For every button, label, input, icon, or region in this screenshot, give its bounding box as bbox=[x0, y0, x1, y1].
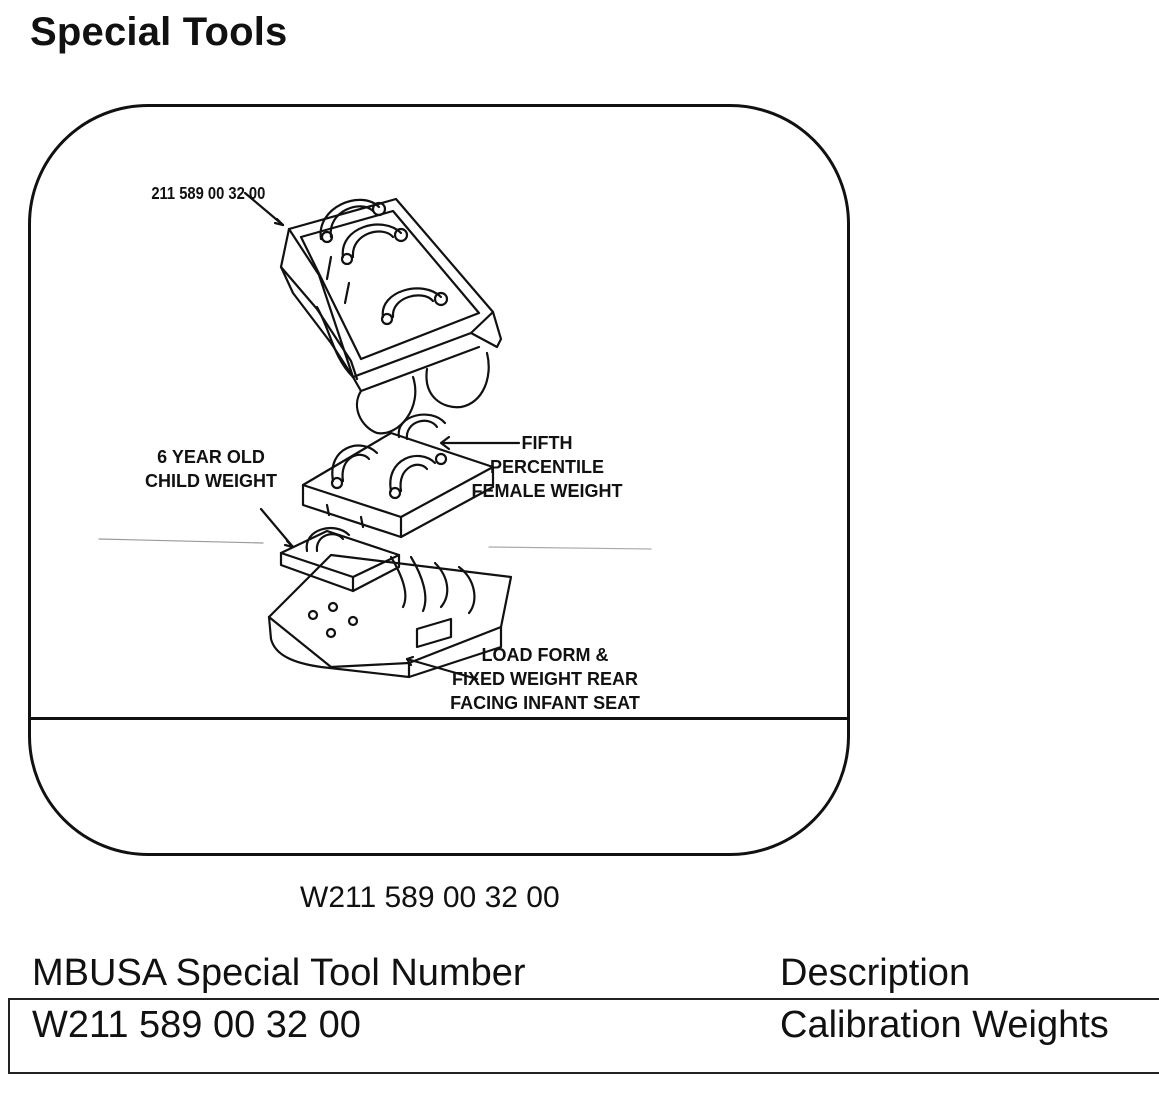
callout-load-form-line1: LOAD FORM & bbox=[482, 645, 609, 665]
description-cell: Calibration Weights bbox=[780, 1004, 1109, 1046]
tool-illustration-frame: 211 589 00 32 00 FIFTH PERCENTILE FEMALE… bbox=[28, 104, 850, 856]
child-weight-plate bbox=[279, 526, 401, 593]
page-title: Special Tools bbox=[30, 10, 288, 54]
figure-caption: W211 589 00 32 00 bbox=[300, 881, 560, 914]
calibration-weights-illustration: 211 589 00 32 00 FIFTH PERCENTILE FEMALE… bbox=[98, 184, 652, 713]
callout-child-weight-line1: 6 YEAR OLD bbox=[157, 447, 265, 467]
callout-female-weight-line1: FIFTH bbox=[522, 433, 573, 453]
callout-load-form-line3: FACING INFANT SEAT bbox=[450, 693, 640, 713]
figure-divider bbox=[31, 717, 847, 720]
callout-part-number: 211 589 00 32 00 bbox=[151, 184, 265, 204]
column-header-tool-number: MBUSA Special Tool Number bbox=[32, 952, 526, 994]
callout-child-weight-line2: CHILD WEIGHT bbox=[145, 471, 277, 491]
callout-leaders bbox=[243, 191, 521, 681]
load-form-base bbox=[267, 553, 513, 679]
callout-load-form-line2: FIXED WEIGHT REAR bbox=[452, 669, 638, 689]
female-weight-plate bbox=[301, 413, 495, 539]
table-row: W211 589 00 32 00 Calibration Weights bbox=[8, 998, 1159, 1074]
column-header-description: Description bbox=[780, 952, 971, 994]
callout-female-weight-line2: PERCENTILE bbox=[490, 457, 604, 477]
tool-number-cell: W211 589 00 32 00 bbox=[32, 1004, 361, 1046]
callout-female-weight-line3: FEMALE WEIGHT bbox=[472, 481, 623, 501]
assembled-weight-stack bbox=[279, 197, 503, 435]
